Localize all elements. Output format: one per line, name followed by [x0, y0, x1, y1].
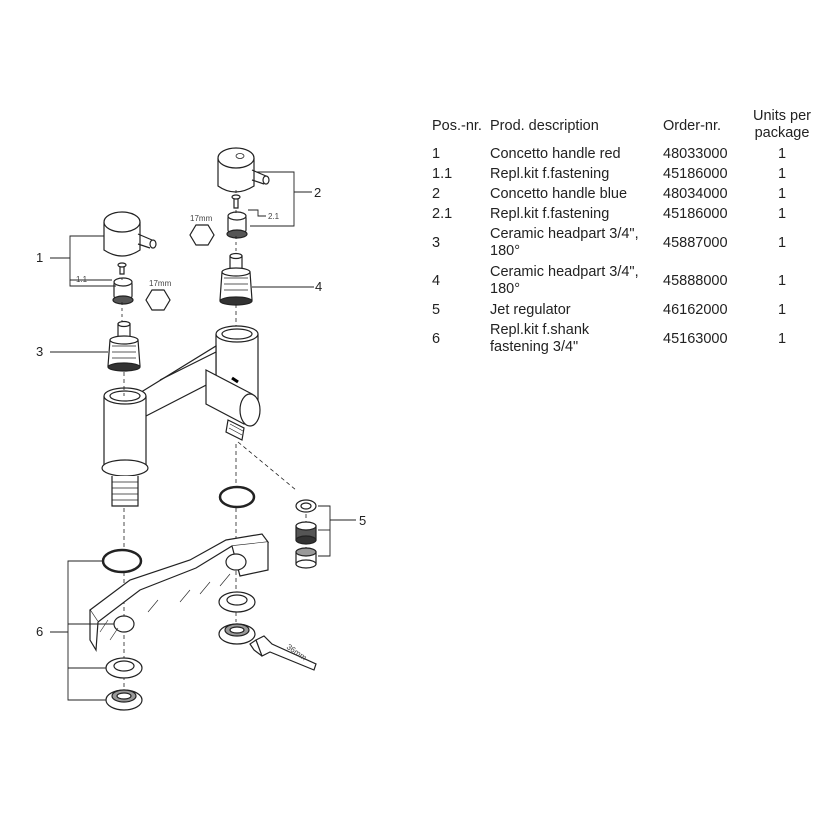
cell-pos: 5 [432, 302, 441, 318]
header-desc: Prod. description [490, 118, 599, 134]
cell-desc: Jet regulator [490, 302, 571, 318]
hex-nut-icon [189, 224, 215, 246]
callout-3: 3 [36, 344, 43, 359]
header-order: Order-nr. [663, 118, 722, 134]
cell-order: 45163000 [663, 331, 728, 347]
cell-pos: 3 [432, 235, 441, 251]
callout-5: 5 [359, 513, 366, 528]
faucet-body [101, 325, 261, 507]
fastening-kit-1-1 [112, 262, 134, 305]
cell-units: 1 [777, 331, 787, 347]
washer [218, 591, 256, 613]
cell-order: 48033000 [663, 146, 728, 162]
callout-2: 2 [314, 185, 321, 200]
cell-desc: Concetto handle blue [490, 186, 628, 202]
cell-pos: 2.1 [432, 206, 453, 222]
cell-pos: 6 [432, 331, 441, 347]
cell-desc-line2: 180° [490, 281, 520, 297]
lock-nut [105, 689, 143, 711]
ceramic-headpart-3 [107, 320, 141, 372]
hex-label-left: 17mm [149, 279, 172, 288]
o-ring [218, 485, 256, 509]
cell-desc: Repl.kit f.fastening [490, 166, 610, 182]
jet-regulator-part [295, 499, 317, 569]
washer [105, 657, 143, 679]
ceramic-headpart-4 [219, 252, 253, 306]
callout-4: 4 [315, 279, 322, 294]
cell-units: 1 [777, 273, 787, 289]
header-units-line2: package [754, 125, 810, 141]
header-units: Units per package [746, 108, 818, 142]
cell-order: 45888000 [663, 273, 728, 289]
cell-desc-line2: fastening 3/4" [490, 339, 579, 355]
cell-pos: 1 [432, 146, 441, 162]
cell-desc: Ceramic headpart 3/4", [490, 226, 639, 242]
cell-pos: 2 [432, 186, 441, 202]
cell-pos: 1.1 [432, 166, 453, 182]
callout-1-1: 1.1 [76, 275, 88, 284]
cell-desc-line2: 180° [490, 243, 520, 259]
cell-desc: Concetto handle red [490, 146, 621, 162]
cell-desc: Repl.kit f.shank [490, 322, 590, 338]
cell-order: 45186000 [663, 166, 728, 182]
fastening-kit-2-1 [226, 194, 248, 239]
cell-order: 48034000 [663, 186, 728, 202]
hex-nut-icon [145, 289, 171, 311]
handle-blue-part [217, 147, 270, 193]
callout-2-1: 2.1 [268, 212, 280, 221]
cell-order: 46162000 [663, 302, 728, 318]
cell-units: 1 [777, 166, 787, 182]
handle-red-part [103, 211, 157, 257]
cell-pos: 4 [432, 273, 441, 289]
hex-label-right: 17mm [190, 214, 213, 223]
cell-units: 1 [777, 146, 787, 162]
header-pos: Pos.-nr. [432, 118, 482, 134]
cell-units: 1 [777, 206, 787, 222]
cell-units: 1 [777, 302, 787, 318]
o-ring [101, 548, 143, 574]
callout-1: 1 [36, 250, 43, 265]
cell-desc: Ceramic headpart 3/4", [490, 264, 639, 280]
lock-nut [218, 623, 256, 645]
cell-units: 1 [777, 186, 787, 202]
header-units-line1: Units per [752, 108, 812, 124]
cell-order: 45186000 [663, 206, 728, 222]
wrench-icon [249, 635, 317, 671]
cell-desc: Repl.kit f.fastening [490, 206, 610, 222]
cell-order: 45887000 [663, 235, 728, 251]
cell-units: 1 [777, 235, 787, 251]
callout-6: 6 [36, 624, 43, 639]
